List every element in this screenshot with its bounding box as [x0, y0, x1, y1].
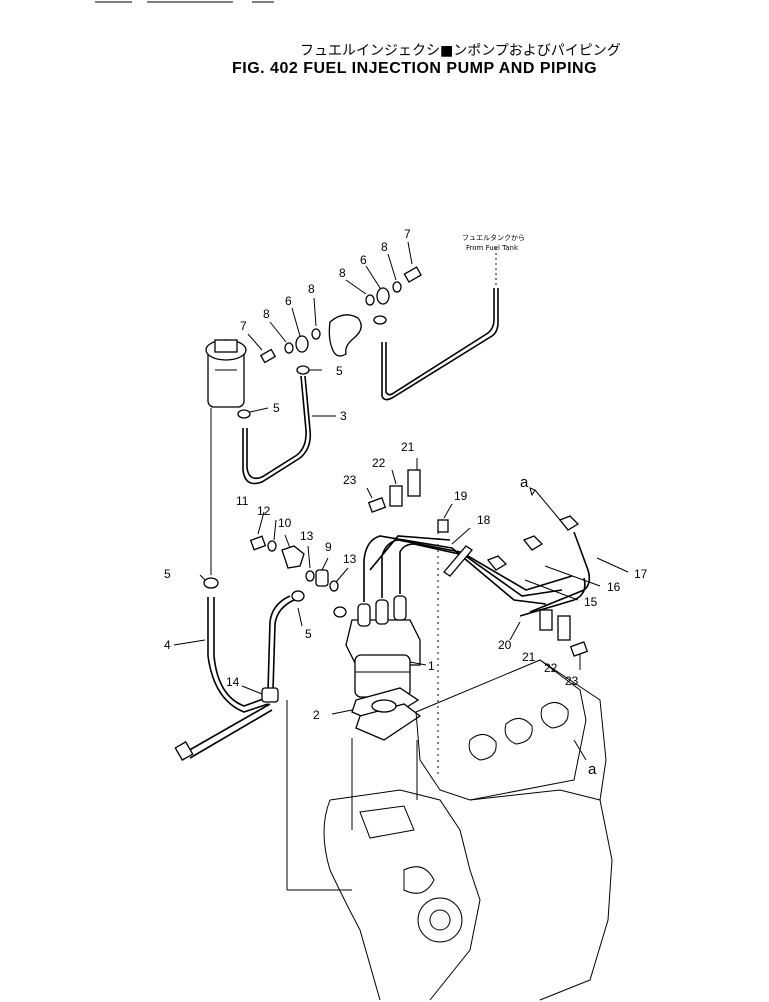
callout-11: 11: [236, 494, 249, 508]
callout-5: 5: [305, 627, 312, 641]
callout-a: a: [520, 474, 529, 491]
pipe-clamps: [367, 469, 589, 657]
fuel-hose-4: [207, 597, 269, 713]
engine-block: [323, 659, 613, 1001]
callout-8: 8: [381, 240, 388, 254]
callout-14: 14: [226, 675, 240, 689]
callout-3: 3: [340, 409, 347, 423]
callout-a: a: [588, 761, 597, 778]
callout-21: 21: [401, 440, 415, 454]
pump-gasket: [351, 687, 422, 741]
callout-7: 7: [404, 227, 411, 241]
callout-6: 6: [285, 294, 292, 308]
figure-title: FIG. 402 FUEL INJECTION PUMP AND PIPING: [232, 60, 598, 77]
callout-21: 21: [522, 650, 536, 664]
callout-17: 17: [634, 567, 648, 581]
injection-pump: [333, 595, 421, 698]
fuel-tank-pipe: [381, 288, 499, 401]
callout-18: 18: [477, 513, 491, 527]
callout-22: 22: [544, 661, 558, 675]
callout-7: 7: [240, 319, 247, 333]
callout-23: 23: [343, 473, 357, 487]
callout-23: 23: [565, 674, 579, 688]
fuel-tank-note-jp: フュエルタンクから: [462, 233, 525, 242]
callout-15: 15: [584, 595, 598, 609]
fitting-group-middle: [249, 535, 339, 592]
callout-2: 2: [313, 708, 320, 722]
fuel-hose-5: [267, 595, 291, 691]
long-bolt: [185, 703, 271, 753]
callout-9: 9: [325, 540, 332, 554]
callout-22: 22: [372, 456, 386, 470]
callout-8: 8: [263, 307, 270, 321]
callout-4: 4: [164, 638, 171, 652]
fuel-filter: [205, 339, 247, 408]
callout-leaders: [173, 241, 629, 761]
callout-20: 20: [498, 638, 512, 652]
fuel-hose-3: [242, 375, 312, 485]
callout-5: 5: [164, 567, 171, 581]
callout-1: 1: [428, 659, 435, 673]
figure-title-japanese: フュエルインジェクシ■ンポンプおよびパイピング: [300, 43, 621, 59]
callout-5: 5: [273, 401, 280, 415]
callout-13: 13: [343, 552, 357, 566]
callout-10: 10: [278, 516, 292, 530]
callout-5: 5: [336, 364, 343, 378]
callout-8: 8: [339, 266, 346, 280]
callout-16: 16: [607, 580, 621, 594]
fitting-group-upper: [237, 266, 422, 419]
callout-12: 12: [257, 504, 271, 518]
fuel-tank-note: From Fuel Tank: [466, 244, 519, 252]
callout-13: 13: [300, 529, 314, 543]
callout-8: 8: [308, 282, 315, 296]
callout-6: 6: [360, 253, 367, 267]
callout-19: 19: [454, 489, 468, 503]
